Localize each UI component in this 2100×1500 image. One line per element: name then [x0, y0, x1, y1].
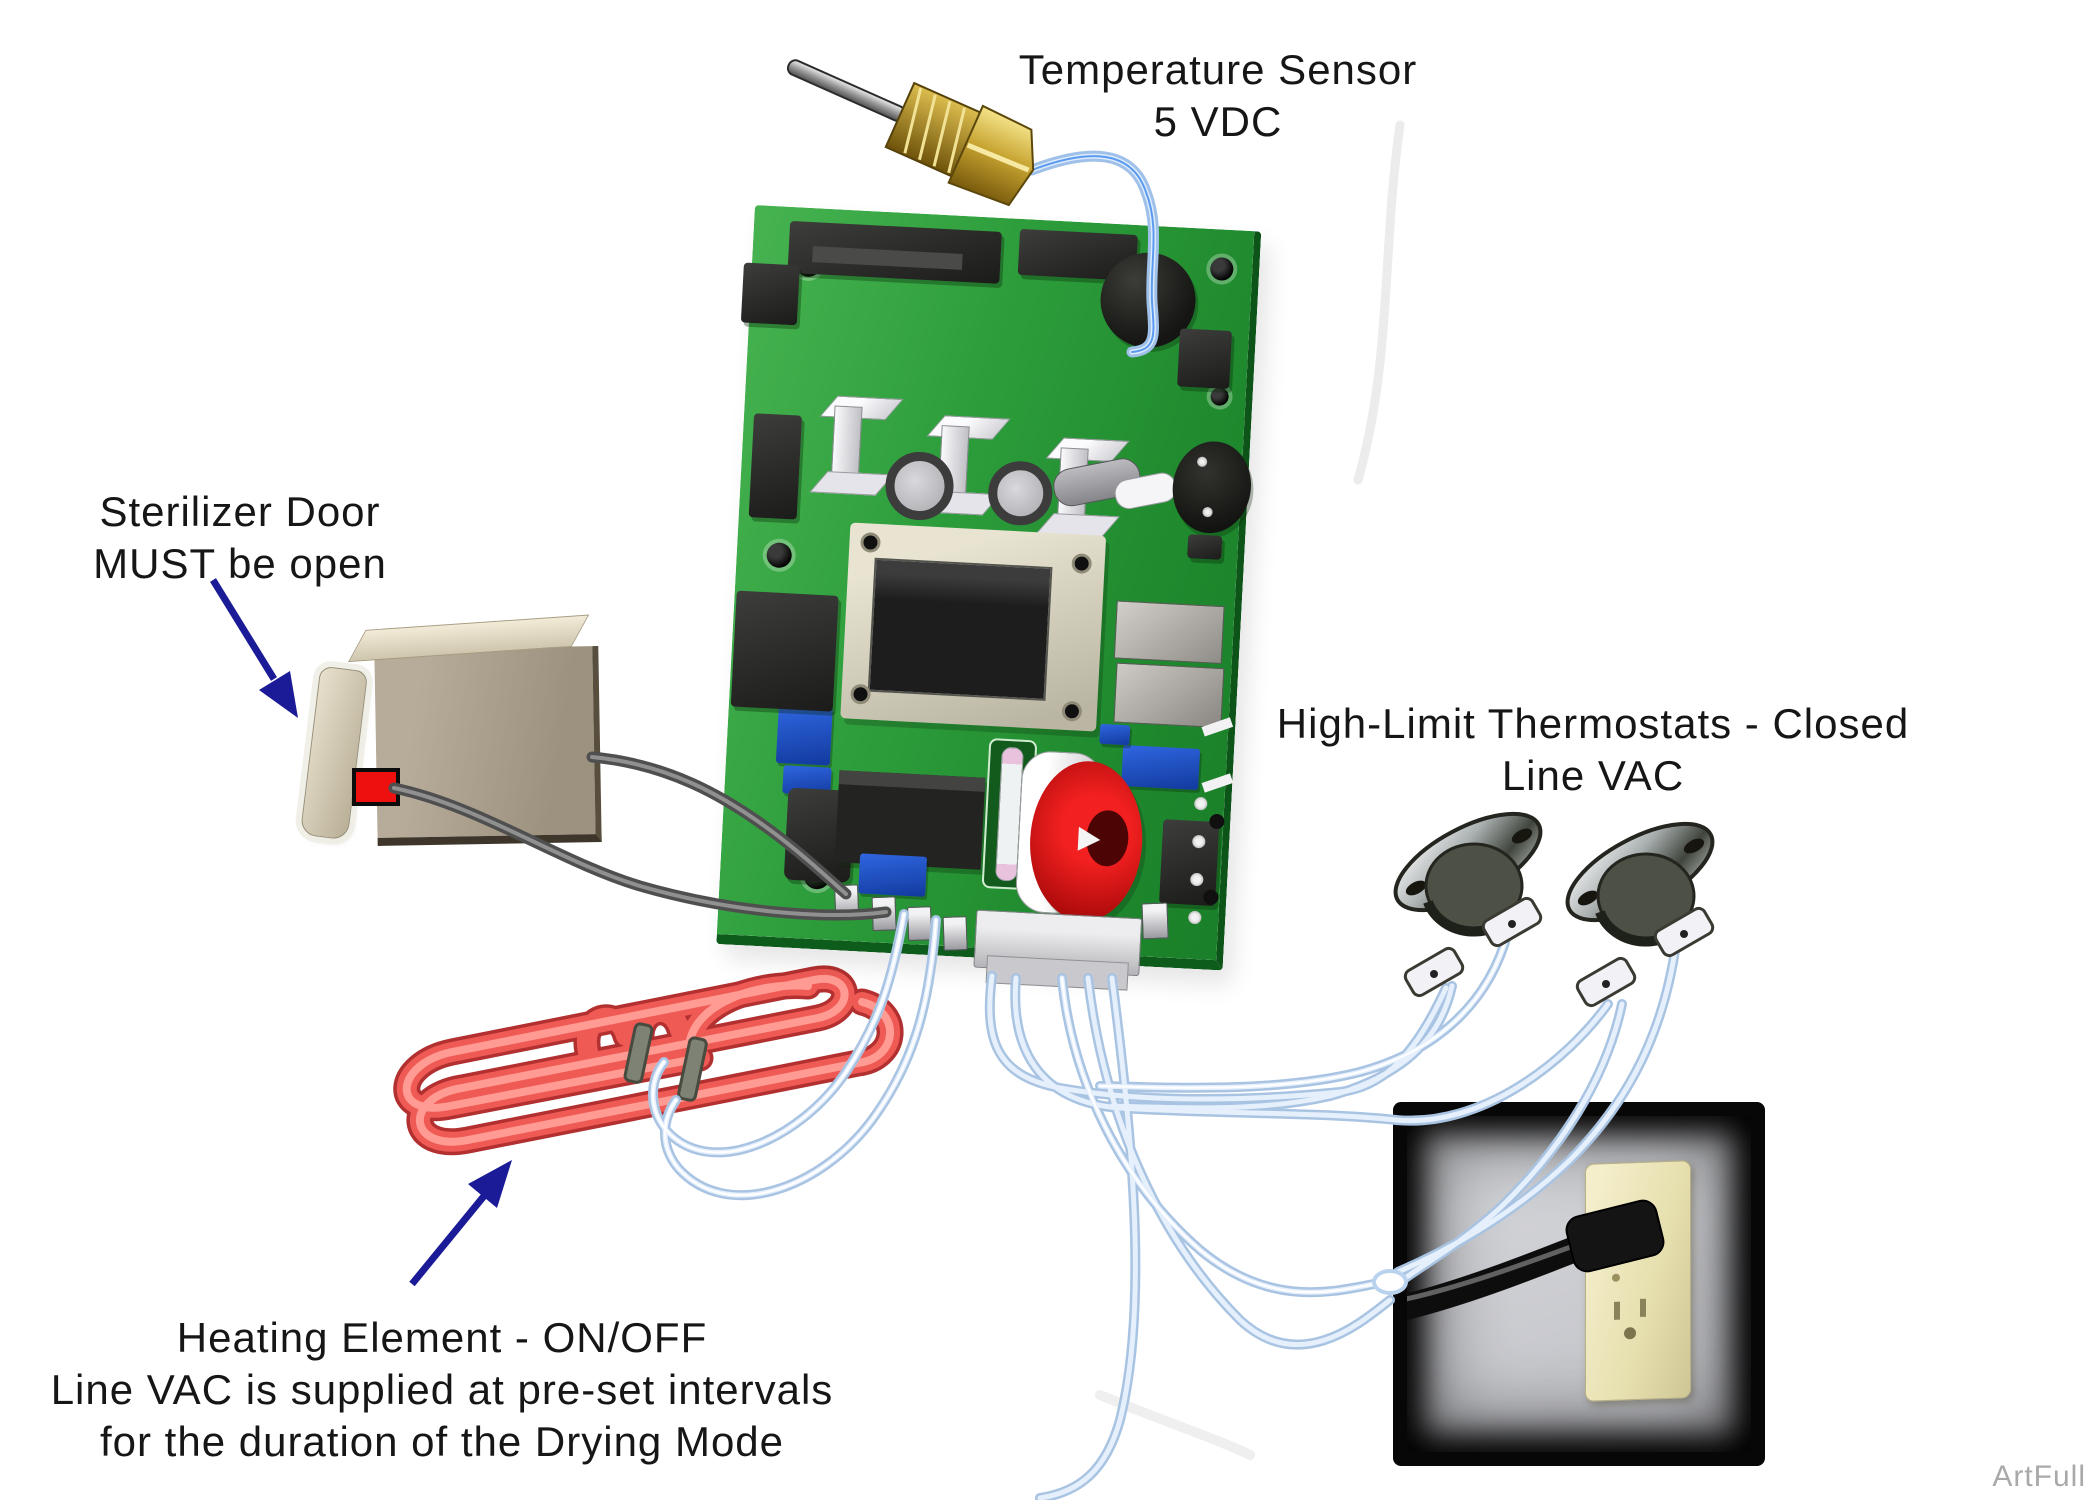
wall-outlet-photo — [1393, 1102, 1765, 1466]
high-limit-thermostat-left — [1393, 811, 1543, 998]
heating-element — [393, 965, 904, 1156]
high-limit-label-line2: Line VAC — [1501, 752, 1685, 799]
temperature-sensor-probe — [786, 59, 1035, 207]
high-limit-thermostat-right — [1565, 821, 1715, 1008]
heating-element-label-line3: for the duration of the Drying Mode — [99, 1418, 785, 1465]
door-switch-wires — [388, 751, 892, 921]
plug-head — [1565, 1199, 1665, 1273]
wall-outlet-wall — [1407, 1116, 1751, 1452]
high-limit-label: High-Limit Thermostats - Closed Line VAC — [1243, 698, 1943, 802]
smudge-mark — [1353, 120, 1405, 485]
sterilizer-door-label-line1: Sterilizer Door — [99, 488, 381, 535]
heating-element-label-line2: Line VAC is supplied at pre-set interval… — [50, 1366, 834, 1413]
temperature-sensor-label-line2: 5 VDC — [1153, 98, 1283, 145]
heater-arrow — [409, 1160, 512, 1287]
artfull-watermark: ArtFull — [1992, 1460, 2086, 1493]
cord-connection-glow — [1372, 1269, 1408, 1295]
high-limit-label-line1: High-Limit Thermostats - Closed — [1276, 700, 1910, 747]
sterilizer-door-label: Sterilizer Door MUST be open — [40, 486, 440, 590]
heating-element-label: Heating Element - ON/OFF Line VAC is sup… — [42, 1312, 842, 1468]
temperature-sensor-label-line1: Temperature Sensor — [1018, 46, 1418, 93]
heating-element-terminals — [623, 1022, 708, 1102]
temperature-sensor-label: Temperature Sensor 5 VDC — [918, 44, 1518, 148]
sterilizer-door-label-line2: MUST be open — [93, 540, 387, 587]
sensor-wire — [1026, 150, 1160, 358]
line-vac-wires — [648, 909, 1681, 1500]
power-cord — [1407, 1199, 1665, 1321]
heating-element-label-line1: Heating Element - ON/OFF — [176, 1314, 708, 1361]
door-arrow — [210, 578, 298, 718]
